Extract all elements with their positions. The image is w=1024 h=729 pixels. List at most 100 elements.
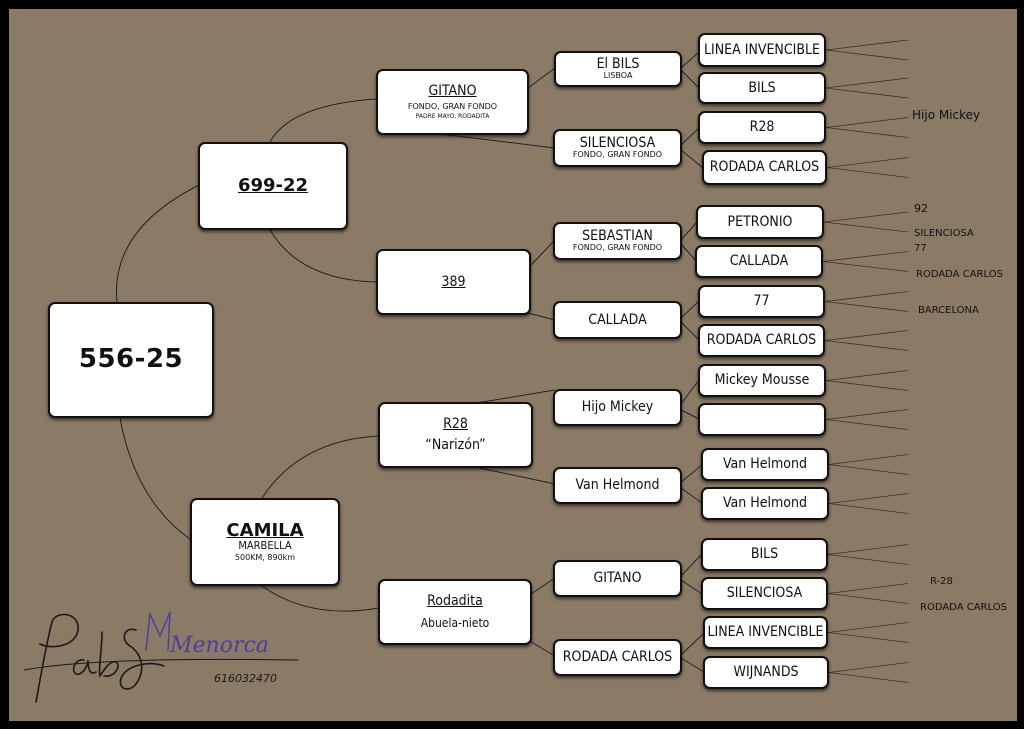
note-rodada-carlos-1: RODADA CARLOS — [916, 269, 1003, 280]
fan-line — [828, 672, 909, 683]
fan-line — [824, 340, 909, 351]
note-77: 77 — [914, 243, 927, 254]
g4-14-name: SILENCIOSA — [726, 585, 803, 602]
fan-line — [824, 301, 909, 312]
g3-8-name: RODADA CARLOS — [562, 649, 673, 666]
sire-dam-name: 389 — [441, 273, 466, 290]
fan-line — [825, 409, 909, 420]
box-g4-11[interactable]: Van Helmond — [701, 448, 829, 481]
fan-line — [823, 211, 909, 223]
sire-name: 699-22 — [237, 174, 309, 196]
box-g4-12[interactable]: Van Helmond — [701, 487, 829, 520]
g4-1-name: LINEA INVENCIBLE — [704, 41, 820, 58]
box-g4-16[interactable]: WIJNANDS — [703, 656, 829, 689]
fan-line — [827, 632, 909, 643]
fan-line — [827, 583, 909, 594]
box-g4-2[interactable]: BILS — [698, 72, 826, 104]
box-g4-5[interactable]: PETRONIO — [696, 205, 824, 239]
g4-6-name: CALLADA — [729, 253, 789, 270]
g3-3-sub: FONDO, GRAN FONDO — [572, 243, 663, 253]
g4-7-name: 77 — [753, 293, 770, 310]
g4-12-name: Van Helmond — [723, 495, 807, 512]
fan-line — [825, 39, 909, 51]
box-g3-8[interactable]: RODADA CARLOS — [553, 639, 682, 676]
box-g4-8[interactable]: RODADA CARLOS — [698, 324, 825, 357]
sire-sire-name: GITANO — [428, 82, 477, 99]
dam-detail: 500KM, 890km — [234, 553, 296, 563]
box-g3-1[interactable]: El BILS LISBOA — [554, 51, 682, 87]
fan-line — [827, 544, 909, 555]
dam-dam-name: Rodadita — [427, 593, 483, 610]
fan-line — [822, 261, 909, 272]
box-g4-10[interactable] — [698, 403, 826, 436]
g3-5-name: Hijo Mickey — [581, 399, 654, 416]
box-dam[interactable]: CAMILA MARBELLA 500KM, 890km — [190, 498, 340, 586]
box-g4-1[interactable]: LINEA INVENCIBLE — [698, 33, 826, 67]
g4-9-name: Mickey Mousse — [714, 372, 810, 389]
g4-16-name: WIJNANDS — [733, 664, 799, 681]
fan-line — [824, 291, 909, 302]
root-name: 556-25 — [78, 344, 184, 375]
g4-15-name: LINEA INVENCIBLE — [707, 624, 824, 641]
box-g3-2[interactable]: SILENCIOSA FONDO, GRAN FONDO — [553, 129, 682, 167]
fan-line — [827, 554, 909, 565]
signature-logo: Menorca 616032470 — [18, 600, 308, 715]
fan-line — [823, 221, 909, 233]
box-g4-7[interactable]: 77 — [698, 285, 825, 318]
g3-2-name: SILENCIOSA — [579, 135, 656, 152]
box-g4-3[interactable]: R28 — [698, 111, 826, 144]
note-hijo-mickey: Hijo Mickey — [912, 108, 981, 122]
fan-line — [826, 167, 909, 178]
fan-line — [828, 662, 909, 673]
fan-line — [828, 503, 909, 514]
fan-line — [825, 117, 909, 128]
box-root[interactable]: 556-25 — [48, 302, 214, 418]
box-g4-4[interactable]: RODADA CARLOS — [702, 150, 827, 185]
box-g3-5[interactable]: Hijo Mickey — [553, 389, 682, 426]
fan-line — [825, 370, 909, 381]
dam-name: CAMILA — [226, 519, 304, 541]
dam-sire-name: R28 — [443, 416, 468, 433]
box-dam-sire[interactable]: R28 “Narizón” — [378, 402, 533, 468]
signature-graphic: Menorca 616032470 — [23, 611, 299, 703]
g3-3-name: SEBASTIAN — [582, 228, 653, 245]
box-g4-14[interactable]: SILENCIOSA — [701, 577, 828, 610]
box-g3-3[interactable]: SEBASTIAN FONDO, GRAN FONDO — [553, 222, 682, 260]
box-sire-sire[interactable]: GITANO FONDO, GRAN FONDO PADRE MAYO, ROD… — [376, 69, 529, 135]
fan-line — [825, 419, 909, 430]
g3-1-sub: LISBOA — [603, 71, 633, 81]
g4-5-name: PETRONIO — [727, 213, 793, 230]
signature-phone: 616032470 — [214, 672, 277, 685]
box-g3-7[interactable]: GITANO — [553, 560, 682, 597]
box-g4-9[interactable]: Mickey Mousse — [698, 364, 826, 397]
signature-name: Menorca — [169, 633, 269, 658]
box-g4-6[interactable]: CALLADA — [695, 245, 823, 278]
dam-sire-sub: “Narizón” — [425, 437, 486, 453]
g3-7-name: GITANO — [593, 570, 642, 587]
box-sire-dam[interactable]: 389 — [376, 249, 531, 315]
box-g4-13[interactable]: BILS — [701, 538, 828, 571]
g3-6-name: Van Helmond — [575, 477, 660, 494]
sire-sire-sub2: PADRE MAYO, RODADITA — [415, 112, 490, 120]
note-r28: R-28 — [930, 576, 953, 587]
dam-dam-sub: Abuela-nieto — [420, 616, 490, 631]
g4-8-name: RODADA CARLOS — [706, 332, 817, 349]
note-barcelona: BARCELONA — [918, 305, 979, 316]
fan-line — [826, 157, 909, 168]
note-rodada-carlos-2: RODADA CARLOS — [920, 602, 1007, 613]
g3-4-name: CALLADA — [588, 311, 647, 328]
fan-line — [825, 77, 909, 89]
box-dam-dam[interactable]: Rodadita Abuela-nieto — [378, 579, 532, 645]
dam-sub: MARBELLA — [238, 539, 292, 553]
fan-line — [825, 87, 909, 99]
box-g4-15[interactable]: LINEA INVENCIBLE — [703, 616, 828, 649]
box-g3-6[interactable]: Van Helmond — [553, 467, 682, 504]
g4-13-name: BILS — [750, 546, 779, 563]
g3-2-sub: FONDO, GRAN FONDO — [572, 150, 663, 160]
box-g3-4[interactable]: CALLADA — [553, 301, 682, 339]
box-sire[interactable]: 699-22 — [198, 142, 348, 230]
fan-line — [825, 49, 909, 61]
note-92: 92 — [914, 202, 928, 215]
